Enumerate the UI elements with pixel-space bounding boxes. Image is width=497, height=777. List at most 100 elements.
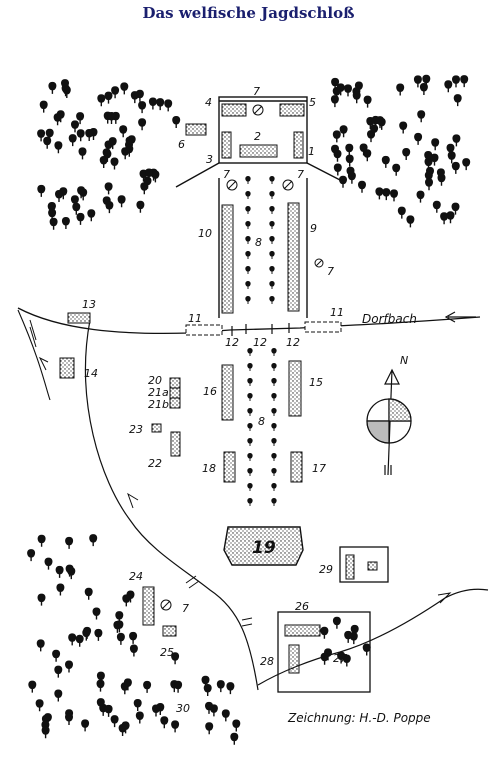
tree-icon [137,100,147,114]
building-18 [223,451,236,483]
building-26-b [288,644,300,674]
forest-northeast [330,74,471,229]
label-3: 3 [206,153,213,166]
avenue-tree-icon [246,482,254,492]
label-8-south: 8 [258,415,265,428]
enclosure-29 [339,546,389,583]
tree-icon [40,725,51,739]
tree-icon [135,199,146,214]
road-bridge-mark [185,575,200,589]
label-12-c: 12 [286,336,300,349]
tree-icon [170,719,180,734]
label-25: 25 [160,646,174,659]
avenue-tree-icon [270,482,278,492]
building-25 [162,625,177,637]
tree-icon [451,161,461,175]
label-26: 26 [295,600,309,613]
tree-icon [121,593,132,608]
tree-icon [88,533,98,547]
tree-icon [447,150,457,165]
tree-icon [171,115,181,129]
label-11-right: 11 [330,306,344,319]
tree-icon [61,216,71,230]
avenue-tree-icon [270,362,278,372]
avenue-tree-icon [268,265,276,275]
tree-icon [432,199,442,214]
avenue-tree-icon [268,190,276,200]
label-20: 20 [148,374,162,387]
building-29-a [345,554,355,580]
tree-icon [51,649,61,663]
tree-icon [130,90,140,104]
tree-icon [453,93,463,107]
tree-icon [229,732,240,746]
avenue-tree-icon [246,362,254,372]
tree-icon [71,202,82,216]
tree-icon [333,162,343,177]
road-arrow-icon [127,492,139,509]
tree-icon [332,129,342,144]
label-9: 9 [310,222,317,235]
tree-icon [204,721,214,735]
tree-icon [381,187,391,201]
tree-icon [155,97,165,111]
tree-icon [202,683,213,697]
tree-icon [36,638,46,653]
building-24 [142,586,155,626]
label-19: 19 [252,538,276,558]
avenue-tree-icon [244,265,252,275]
tree-icon [64,712,74,726]
tree-icon [439,211,449,226]
tree-icon [416,109,426,124]
avenue-tree-icon [268,175,276,185]
label-28: 28 [260,655,274,668]
label-23: 23 [129,423,143,436]
avenue-tree-icon [244,220,252,230]
label-16: 16 [203,385,217,398]
avenue-tree-icon [268,205,276,215]
path-northwest [17,309,51,401]
avenue-tree-icon [246,422,254,432]
tree-icon [27,679,37,694]
tree-icon [142,680,152,694]
label-21a: 21a [148,386,169,399]
page-title: Das welfische Jagdschloß [142,4,355,22]
tree-icon [357,180,367,194]
tree-icon [430,137,440,152]
avenue-tree-icon [268,280,276,290]
forest-south [200,675,242,746]
label-21b: 21b [148,398,169,411]
path-arrow-icon [38,356,49,371]
avenue-tree-icon [246,497,254,507]
tree-icon [129,643,139,658]
avenue-tree-icon [268,220,276,230]
tree-icon [77,146,88,161]
tree-icon [332,148,343,163]
tree-icon [75,212,86,226]
enclosure-26 [277,611,371,693]
avenue-tree-icon [244,175,252,185]
label-12-b: 12 [253,336,267,349]
label-17: 17 [312,462,326,475]
label-12-a: 12 [225,336,239,349]
avenue-tree-icon [270,437,278,447]
avenue-tree-icon [246,392,254,402]
building-23 [151,423,162,433]
avenue-tree-icon [246,452,254,462]
label-7: 7 [253,85,260,98]
forest-southwest [26,533,183,739]
avenue-tree-icon [270,452,278,462]
building-2 [239,144,278,158]
tree-icon [67,632,77,647]
tree-icon [424,177,434,191]
label-7-left: 7 [223,168,230,181]
flow-arrow-icon [444,311,476,323]
tree-icon [83,587,94,601]
tree-icon [91,606,102,621]
tree-icon [163,98,173,113]
tree-icon [39,99,49,114]
label-2: 2 [254,130,261,143]
tree-icon [319,652,330,666]
tree-icon [381,155,391,169]
building-16 [221,364,234,421]
